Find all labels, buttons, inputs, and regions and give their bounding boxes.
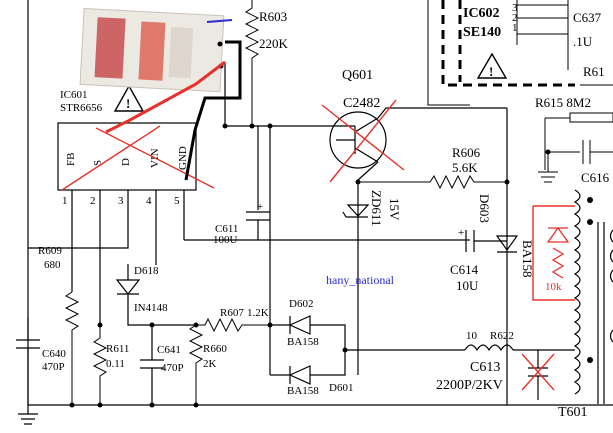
d618-label: D618 [134,265,159,277]
c614-label: C614 [450,262,479,277]
r660-resistor: R660 2K [188,322,227,405]
pin-gnd-label: GND [177,146,189,170]
q601-label: Q601 [342,68,373,83]
sticker-label-icon [79,7,225,93]
r607-label: R607 [220,307,244,319]
in4148-label: IN4148 [134,302,168,314]
d601-label: D601 [329,382,353,394]
warning-triangle-icon [476,52,508,79]
r61-label: R61 [583,64,605,79]
r603-label: R603 [259,9,287,24]
c637-value: .1U [573,34,593,49]
ic601-label: IC601 [60,89,88,101]
c611-label: C611 [215,223,238,235]
c614-capacitor: + C614 10U [450,227,507,293]
watermark-text: hany_national [326,273,395,287]
svg-text:4: 4 [146,195,152,207]
pin-d-label: D [120,158,132,166]
d602-label: D602 [289,298,313,310]
r622-c613-group: 10 R622 C613 2200P/2KV [345,330,575,400]
c616-label: C616 [581,170,610,185]
r606-resistor: R606 5.6K [358,145,507,190]
t601-transformer: T601 [558,189,613,420]
c641-label: C641 [157,344,181,356]
r603-value: 220K [259,36,289,51]
pin-fb-label: FB [65,153,77,166]
r606-label: R606 [452,145,481,160]
ba158-right-label: BA158 [520,240,535,278]
red-diode-group: 10k [532,205,575,301]
c614-value: 10U [456,278,479,293]
svg-text:3: 3 [118,195,124,207]
r622-label: R622 [490,330,514,342]
ic602-part: SE140 [463,25,501,40]
ic602-pin3: 3 [512,2,518,14]
d602-d601-diodes: D602 BA158 BA158 D601 [267,298,353,397]
svg-text:+: + [257,201,263,213]
c613-value: 2200P/2KV [436,378,503,393]
ic602-pin1: 1 [512,22,518,34]
ba158-a-label: BA158 [287,336,319,348]
svg-text:2: 2 [90,195,96,207]
r611-label: R611 [106,343,129,355]
c640-value: 470P [42,361,65,373]
r607-resistor: R607 1.2K [196,307,290,333]
c613-label: C613 [470,360,500,375]
r615-c616-group: R615 8M2 C616 [535,95,613,185]
ground-symbol-icon [538,152,558,183]
svg-text:+: + [458,227,464,239]
r615-label: R615 8M2 [535,95,591,110]
r609-label: R609 [38,245,62,257]
zd611-label: ZD611 [369,190,384,226]
r609-resistor: R609 680 [38,245,80,405]
q601-transistor: Q601 C2482 [321,68,507,183]
r660-label: R660 [203,343,227,355]
c611-capacitor: + C611 100U [213,126,270,246]
svg-text:!: ! [489,64,493,79]
c641-capacitor: C641 470P [140,322,184,405]
d603-diode: D603 BA158 [477,108,535,400]
c641-value: 470P [161,362,184,374]
ic601-part: STR6656 [60,102,103,114]
zd611-value: 15V [387,198,402,221]
zd611-zener: ZD611 15V [342,179,402,375]
ba158-b-label: BA158 [287,385,319,397]
r609-value: 680 [44,259,61,271]
ic602-block: IC602 SE140 3 2 1 C637 .1U ! R61 [427,0,613,106]
ic601-body [57,122,197,191]
r611-resistor: R611 0.11 [92,322,129,405]
ic601-block: IC601 STR6656 ! FB S D VIN GND 1 2 3 4 5 [57,84,215,325]
c640-capacitor: C640 470P [16,318,66,405]
d603-label: D603 [477,194,492,223]
warning-triangle-icon-ic601 [113,84,145,112]
t601-label: T601 [558,405,588,420]
ic602-label: IC602 [463,6,500,21]
r660-value: 2K [203,358,217,370]
r606-value: 5.6K [452,160,478,175]
ground-symbol-bottom [18,405,38,425]
c640-label: C640 [42,348,66,360]
red-10k-label: 10k [545,281,562,293]
r611-value: 0.11 [106,358,125,370]
svg-text:!: ! [126,96,130,111]
svg-text:1: 1 [62,195,68,207]
c637-label: C637 [573,10,602,25]
q601-part: C2482 [343,96,380,111]
r603-resistor: R603 220K [244,0,289,126]
r607-value: 1.2K [247,307,269,319]
pin-s-label: S [92,160,104,166]
d618-diode: D618 IN4148 [115,264,196,326]
svg-text:5: 5 [174,195,180,207]
ic602-pin2: 2 [512,12,518,24]
r622-num: 10 [466,330,478,342]
